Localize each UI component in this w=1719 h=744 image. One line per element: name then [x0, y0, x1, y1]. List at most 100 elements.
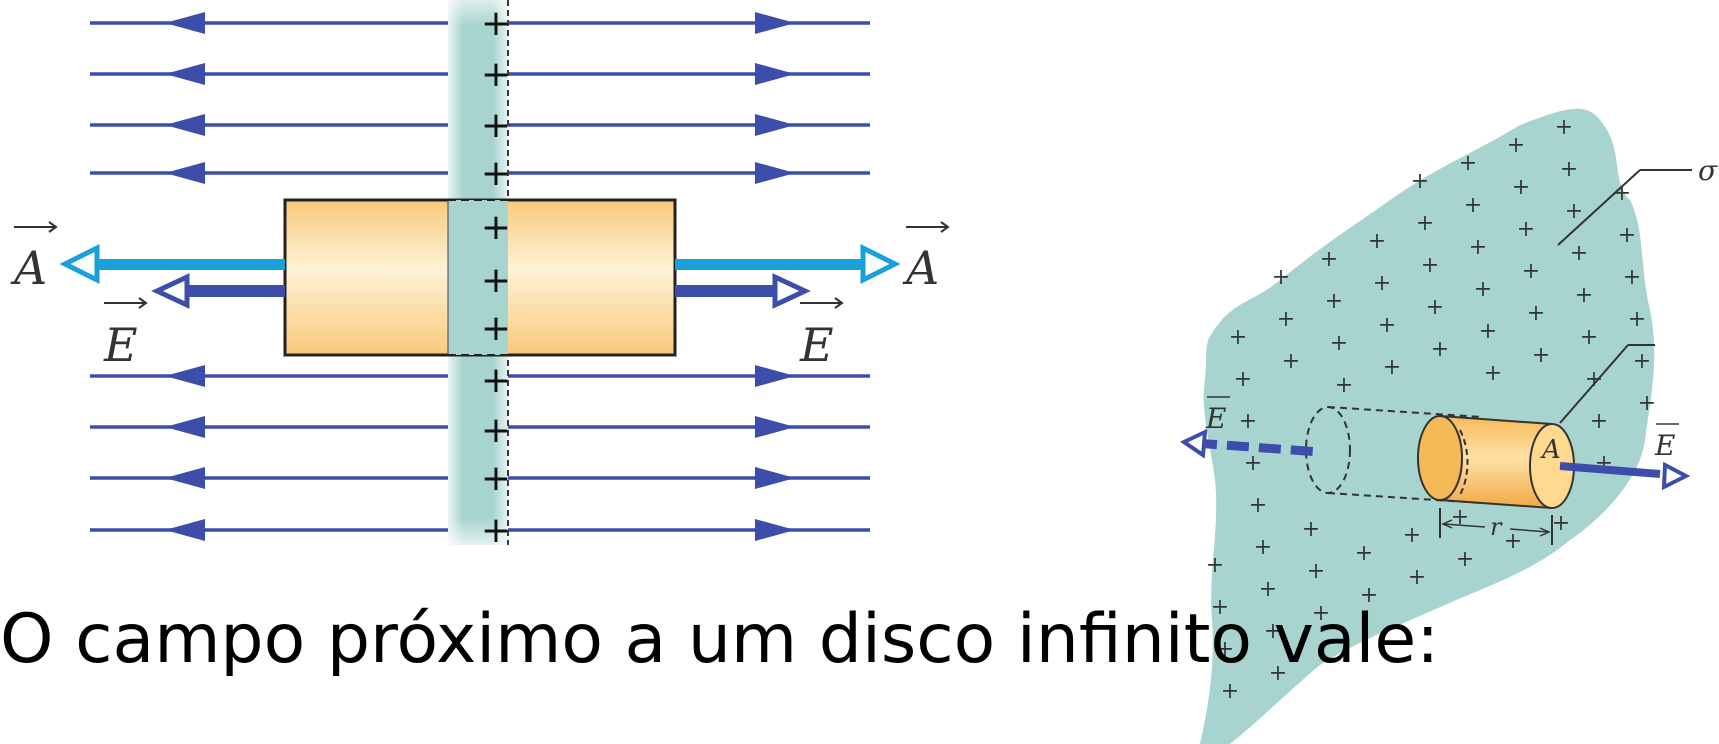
plus-charge: + — [1484, 361, 1502, 386]
plus-charge: + — [1211, 595, 1229, 620]
end-cap-area-label: A — [1540, 435, 1561, 465]
plus-charge: + — [481, 207, 511, 248]
area-vector-left — [59, 243, 285, 285]
plus-charge: + — [1221, 679, 1239, 704]
label-field-left: E — [103, 297, 148, 372]
plus-charge: + — [1555, 115, 1573, 140]
plane-charges: + + + + + + + + + + + + + + + + + + + + + + + + + + + + + + + + + + + + + + + +… — [1206, 115, 1656, 704]
plus-charge: + — [1408, 565, 1426, 590]
plus-charge: + — [1269, 661, 1287, 686]
plus-charge: + — [1590, 409, 1608, 434]
plus-charge: + — [1312, 601, 1330, 626]
plus-charge: + — [1282, 349, 1300, 374]
plus-charge: + — [1320, 247, 1338, 272]
caption-text: O campo próximo a um disco infinito vale… — [0, 600, 1440, 679]
plus-charge: + — [1355, 541, 1373, 566]
plus-charge: + — [481, 510, 511, 551]
plus-charge: + — [1474, 277, 1492, 302]
left-figure: +++++++++++ A A — [10, 0, 950, 551]
plus-charge: + — [481, 410, 511, 451]
plus-charge: + — [481, 260, 511, 301]
plus-charge: + — [1335, 373, 1353, 398]
field-line — [90, 519, 870, 541]
plus-charge: + — [1272, 265, 1290, 290]
plus-charge: + — [1623, 265, 1641, 290]
plus-charge: + — [1368, 229, 1386, 254]
gaussian-cylinder — [283, 198, 677, 357]
plus-charge: + — [1302, 517, 1320, 542]
plus-charge: + — [1244, 451, 1262, 476]
plus-charge: + — [1325, 289, 1343, 314]
plus-charge: + — [1360, 583, 1378, 608]
plus-charge: + — [481, 153, 511, 194]
plus-charge: + — [1403, 523, 1421, 548]
field-line — [90, 114, 870, 136]
plus-charge: + — [1426, 295, 1444, 320]
plus-charge: + — [1234, 367, 1252, 392]
plus-charge: + — [1560, 157, 1578, 182]
gaussian-cylinder-front: A — [1417, 415, 1575, 509]
plus-charge: + — [1259, 577, 1277, 602]
plus-charge: + — [481, 105, 511, 146]
plus-charge: + — [1254, 535, 1272, 560]
plus-charge: + — [481, 54, 511, 95]
field-vector-left — [151, 273, 285, 309]
svg-text:E: E — [103, 318, 138, 372]
plus-charge: + — [1307, 559, 1325, 584]
svg-text:σ: σ — [1698, 154, 1718, 187]
plus-charge: + — [1416, 211, 1434, 236]
plus-charge: + — [1378, 313, 1396, 338]
radius-dimension: r — [1439, 508, 1553, 545]
field-vector-front: E — [1559, 423, 1691, 491]
plus-charge: + — [1431, 337, 1449, 362]
label-area-left: A — [10, 221, 58, 295]
field-line — [90, 416, 870, 438]
plus-charge: + — [1464, 193, 1482, 218]
plus-charge: + — [1585, 367, 1603, 392]
svg-text:A: A — [10, 241, 47, 295]
plus-charge: + — [1527, 301, 1545, 326]
plus-charge: + — [1552, 511, 1570, 536]
plus-charge: + — [1277, 307, 1295, 332]
label-area-right: A — [902, 221, 950, 295]
plus-charge: + — [1229, 325, 1247, 350]
plus-charge: + — [1383, 355, 1401, 380]
plus-charge: + — [1633, 349, 1651, 374]
svg-text:A: A — [902, 241, 939, 295]
sheet-charges: +++++++++++ — [481, 3, 511, 551]
plus-charge: + — [1421, 253, 1439, 278]
plus-charge: + — [1330, 331, 1348, 356]
field-lines — [90, 12, 870, 541]
label-field-right: E — [799, 297, 844, 372]
plus-charge: + — [481, 308, 511, 349]
plus-charge: + — [1239, 409, 1257, 434]
plus-charge: + — [1613, 181, 1631, 206]
plus-charge: + — [1565, 199, 1583, 224]
plus-charge: + — [1628, 307, 1646, 332]
field-line — [90, 63, 870, 85]
sigma-label: σ — [1557, 154, 1718, 246]
field-vector-right — [675, 273, 811, 309]
gaussian-cylinder-back — [1305, 406, 1483, 504]
svg-text:r: r — [1490, 513, 1503, 541]
plus-charge: + — [1580, 325, 1598, 350]
plus-charge: + — [1504, 529, 1522, 554]
field-line — [90, 12, 870, 34]
plus-charge: + — [1411, 169, 1429, 194]
svg-text:E: E — [1205, 402, 1226, 435]
plus-charge: + — [1206, 553, 1224, 578]
plus-charge: + — [1451, 505, 1469, 530]
field-line — [90, 365, 870, 387]
field-line — [90, 162, 870, 184]
plus-charge: + — [1249, 493, 1267, 518]
field-vector-back: E — [1180, 396, 1321, 459]
field-line — [90, 467, 870, 489]
right-figure: + + + + + + + + + + + + + + + + + + + + + + + + + + + + + + + + + + + + + + + +… — [1180, 108, 1718, 744]
svg-text:E: E — [1654, 429, 1675, 462]
plus-charge: + — [481, 458, 511, 499]
plus-charge: + — [1522, 259, 1540, 284]
plus-charge: + — [481, 360, 511, 401]
area-vector-right — [675, 243, 901, 285]
plus-charge: + — [1517, 217, 1535, 242]
